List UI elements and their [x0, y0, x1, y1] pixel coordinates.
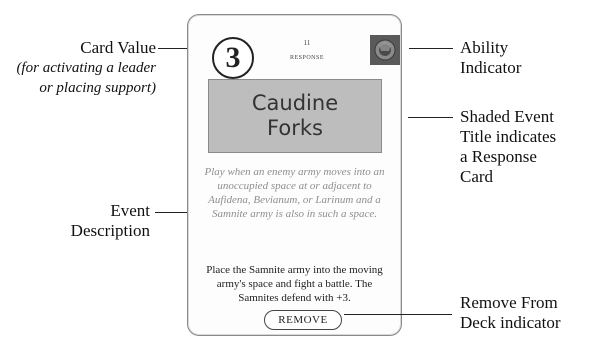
- ability-emblem-icon: [370, 35, 400, 65]
- callout-card-value-note: (for activating a leader or placing supp…: [16, 60, 156, 96]
- remove-from-deck-badge: REMOVE: [264, 310, 342, 330]
- event-description-text: Play when an enemy army moves into an un…: [204, 166, 385, 220]
- event-type-label: RESPONSE: [289, 55, 324, 61]
- leader-line-remove: [344, 314, 452, 315]
- card-value-circle: 3: [212, 37, 254, 79]
- callout-remove-line1: Remove From: [460, 293, 558, 312]
- event-effect-text: Place the Samnite army into the moving a…: [206, 264, 383, 304]
- callout-remove-line2: Deck indicator: [460, 313, 561, 332]
- leader-line-event-description: [155, 212, 217, 213]
- callout-event-description: Event Description: [40, 201, 150, 241]
- leader-line-shaded-title: [408, 117, 453, 118]
- callout-card-value-title: Card Value: [80, 38, 156, 57]
- callout-event-description-line2: Description: [70, 221, 150, 240]
- callout-shaded-title-line3: a Response: [460, 147, 537, 166]
- callout-card-value: Card Value (for activating a leader or p…: [8, 38, 156, 98]
- leader-line-card-value: [158, 48, 208, 49]
- callout-shaded-title-line2: Title indicates: [460, 127, 557, 146]
- event-title: Caudine Forks: [252, 91, 338, 141]
- callout-ability-line1: Ability: [460, 38, 509, 57]
- callout-ability-line2: Indicator: [460, 58, 522, 77]
- callout-event-description-line1: Event: [110, 201, 150, 220]
- event-title-line2: Forks: [267, 116, 323, 140]
- callout-shaded-title: Shaded Event Title indicates a Response …: [460, 107, 590, 187]
- event-title-box: Caudine Forks: [208, 79, 382, 153]
- callout-ability-indicator: Ability Indicator: [460, 38, 585, 78]
- callout-remove-indicator: Remove From Deck indicator: [460, 293, 590, 333]
- callout-shaded-title-line1: Shaded Event: [460, 107, 554, 126]
- callout-shaded-title-line4: Card: [460, 167, 494, 186]
- leader-line-ability: [409, 48, 453, 49]
- event-number: 11: [303, 39, 311, 47]
- event-title-line1: Caudine: [251, 91, 339, 115]
- event-card: 3 11 RESPONSE Caudine Forks Play when an…: [187, 14, 402, 336]
